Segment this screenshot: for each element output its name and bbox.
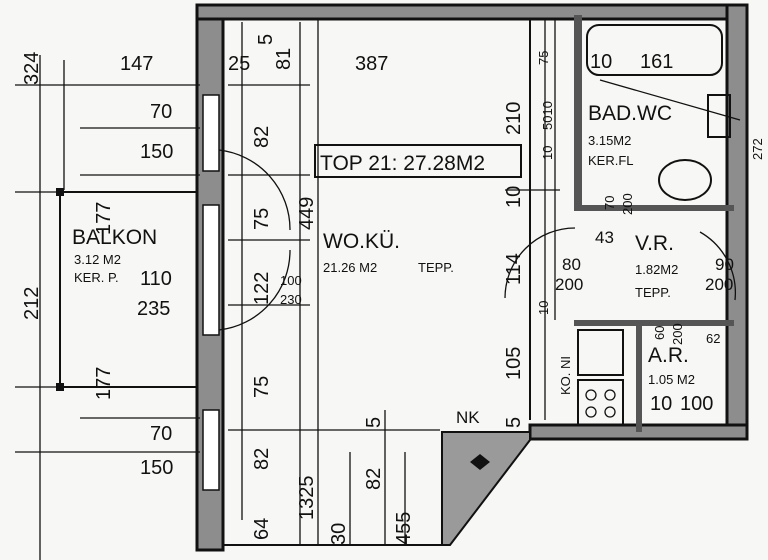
balcony-name: BALKON [72, 226, 157, 249]
bathroom-area: 3.15M2 [588, 133, 631, 148]
balcony-area: 3.12 M2 [74, 252, 121, 267]
dim-177-lower: 177 [93, 367, 115, 400]
dim-64: 64 [251, 518, 273, 540]
dim-43: 43 [595, 228, 614, 247]
dim-80: 80 [562, 255, 581, 274]
dim-210: 210 [503, 102, 525, 135]
dim-455: 455 [393, 512, 415, 545]
dim-212: 212 [21, 287, 43, 320]
dim-200-b: 200 [620, 193, 635, 215]
hall-area: 1.82M2 [635, 262, 678, 277]
storage-name: A.R. [648, 344, 689, 367]
dim-75-upper: 75 [251, 208, 273, 230]
dim-150-upper: 150 [140, 141, 173, 163]
storage-area: 1.05 M2 [648, 372, 695, 387]
dim-10-c: 10 [536, 301, 551, 315]
dim-10-a: 10 [540, 146, 555, 160]
dim-5-bottom: 5 [363, 417, 385, 428]
dim-82-bottom: 82 [363, 468, 385, 490]
dim-82-lower: 82 [251, 448, 273, 470]
dim-10-b: 10 [503, 186, 525, 208]
dim-200-d: 200 [670, 323, 685, 345]
dim-62: 62 [706, 331, 720, 346]
walls [195, 3, 749, 552]
apartment-label-group: TOP 21: 27.28M2 [314, 144, 522, 178]
dim-110: 110 [140, 268, 172, 290]
dim-5-top: 5 [255, 34, 277, 45]
dim-200-a: 200 [555, 275, 583, 294]
dim-1325: 1325 [296, 476, 318, 521]
living-room-name: WO.KÜ. [323, 230, 400, 253]
dim-324: 324 [21, 52, 43, 85]
dim-177-upper: 177 [93, 202, 115, 235]
dim-449: 449 [296, 197, 318, 230]
dim-122: 122 [251, 272, 273, 305]
toilet-icon [658, 159, 712, 201]
door-swings [218, 79, 741, 331]
balcony-outline [56, 188, 198, 391]
bathtub-icon [586, 24, 723, 76]
dimension-labels: 324 212 147 25 5 81 387 75 10 161 70 150… [21, 34, 765, 545]
dim-150-lower: 150 [140, 457, 173, 479]
dim-30: 30 [328, 523, 350, 545]
apartment-label: TOP 21: 27.28M2 [320, 152, 485, 175]
hall-name: V.R. [635, 232, 674, 255]
living-room-area: 21.26 M2 [323, 260, 377, 275]
living-room-floor: TEPP. [418, 260, 454, 275]
dim-75-lower: 75 [251, 376, 273, 398]
dim-10-top: 10 [590, 51, 612, 73]
dim-25: 25 [228, 53, 250, 75]
dim-161: 161 [640, 51, 673, 73]
dim-70-upper: 70 [150, 101, 172, 123]
dim-387: 387 [355, 53, 388, 75]
dim-272: 272 [750, 138, 765, 160]
balcony-floor: KER. P. [74, 270, 119, 285]
dim-100-right: 100 [680, 393, 713, 415]
dim-door-100: 100 [280, 273, 302, 288]
dim-81: 81 [273, 48, 295, 70]
dim-75-top: 75 [536, 51, 551, 65]
bathroom-floor: KER.FL [588, 153, 634, 168]
dim-235: 235 [137, 298, 170, 320]
dim-5010: 5010 [540, 101, 555, 130]
dim-door-230: 230 [280, 292, 302, 307]
fixtures [577, 24, 731, 426]
dim-147: 147 [120, 53, 153, 75]
dim-82-upper: 82 [251, 126, 273, 148]
dim-90: 90 [715, 255, 734, 274]
dim-10-d: 10 [650, 393, 672, 415]
dim-200-c: 200 [705, 275, 733, 294]
kitchen-niche-label: KO. NI [558, 356, 573, 395]
dim-105: 105 [503, 347, 525, 380]
bathroom-name: BAD.WC [588, 102, 672, 125]
dim-114: 114 [503, 253, 525, 285]
stove-icon [577, 379, 624, 426]
sink-icon [577, 329, 624, 376]
dim-60: 60 [652, 326, 667, 340]
hall-floor: TEPP. [635, 285, 671, 300]
dim-5-right: 5 [503, 417, 525, 428]
washbasin-icon [707, 94, 731, 138]
dim-70-right: 70 [602, 196, 617, 210]
niche-label: NK [456, 408, 480, 427]
dim-70-lower: 70 [150, 423, 172, 445]
